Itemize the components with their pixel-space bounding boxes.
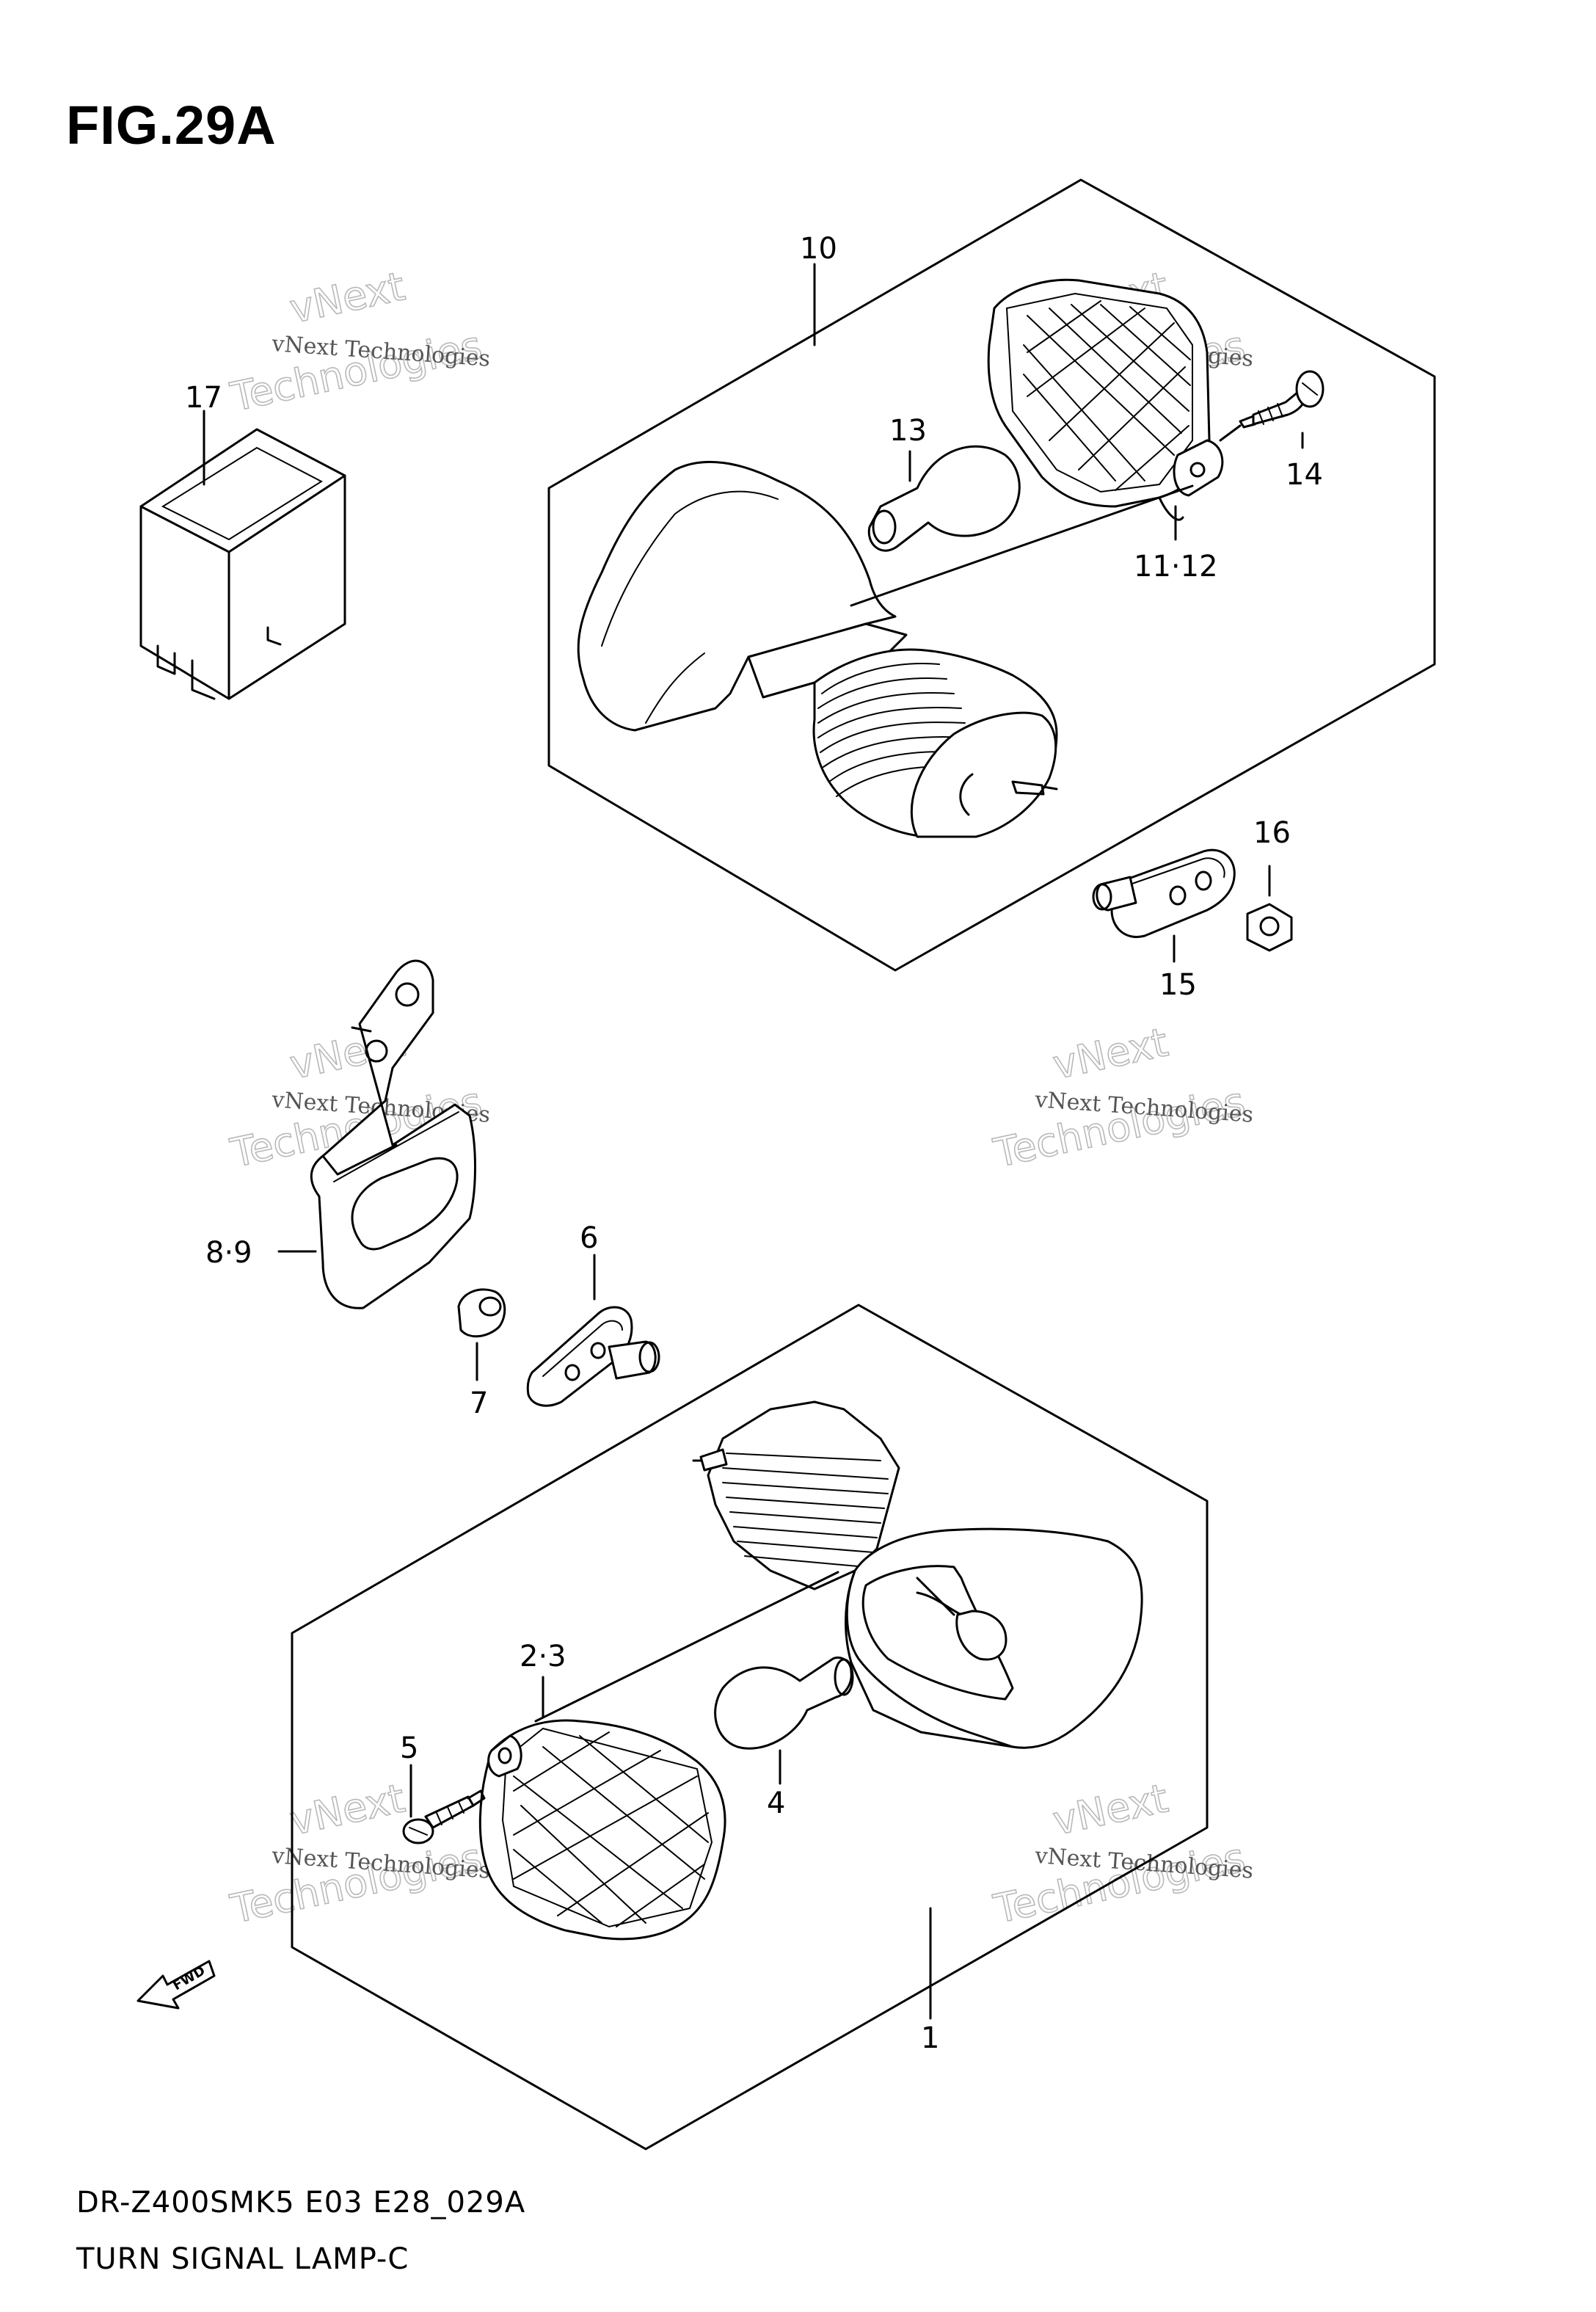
callout-17: 17 [185, 381, 222, 415]
part-8-9-bracket [277, 959, 476, 1309]
watermark-vnext-big: vNext [286, 1775, 409, 1844]
callout-5: 5 [400, 1731, 418, 1765]
callout-7: 7 [470, 1386, 488, 1420]
callout-1: 1 [921, 2021, 939, 2055]
watermark-vnext-big: vNext [1049, 1019, 1172, 1088]
part-16-nut-upper [1246, 865, 1293, 952]
part-15-rubber-plate-upper [1092, 848, 1236, 938]
part-5-screw-lower [402, 1764, 486, 1844]
watermark-vnext-big: vNext [1049, 1775, 1172, 1844]
part-2-3-lens-lower [478, 1676, 726, 1941]
part-4-bulb-lower [714, 1656, 854, 1785]
part-1-assembly-box [291, 1304, 1209, 2151]
fwd-arrow-icon: FWD [136, 1960, 216, 2010]
callout-6: 6 [580, 1221, 598, 1255]
watermark-vnext-big: vNext [286, 263, 409, 332]
diagram-name: TURN SIGNAL LAMP-C [76, 2242, 409, 2276]
watermark-top-left: vNext Technologies vNext Technologies [226, 262, 491, 421]
callout-10: 10 [800, 232, 837, 266]
callout-2-3: 2·3 [520, 1640, 566, 1673]
part-7-grommet [457, 1288, 506, 1381]
part-11-12-lens-upper [987, 278, 1224, 521]
callout-11-12: 11·12 [1134, 550, 1218, 584]
callout-15: 15 [1159, 968, 1197, 1002]
part-10-turn-signal-housing [577, 460, 1058, 838]
callout-8-9: 8·9 [205, 1236, 252, 1270]
leader-lines-upper [813, 263, 1304, 963]
watermark-bottom-right: vNext Technologies vNext Technologies [989, 1774, 1254, 1933]
watermark-bottom-left: vNext Technologies vNext Technologies [226, 1774, 491, 1933]
part-17-relay [139, 410, 346, 700]
callout-14: 14 [1286, 458, 1323, 492]
model-code: DR-Z400SMK5 E03 E28_029A [76, 2186, 526, 2220]
part-13-bulb-upper [867, 445, 1021, 552]
watermark-mid-right: vNext Technologies vNext Technologies [989, 1018, 1254, 1177]
callout-13: 13 [889, 414, 927, 448]
callout-4: 4 [767, 1786, 785, 1820]
part-14-screw-upper [1219, 370, 1324, 442]
part-6-rubber-plate [526, 1254, 660, 1407]
callout-16: 16 [1253, 816, 1291, 850]
part-1-turn-signal-housing [534, 1400, 1143, 1749]
part-10-assembly-box [547, 178, 1436, 972]
figure-title: FIG.29A [66, 95, 277, 156]
